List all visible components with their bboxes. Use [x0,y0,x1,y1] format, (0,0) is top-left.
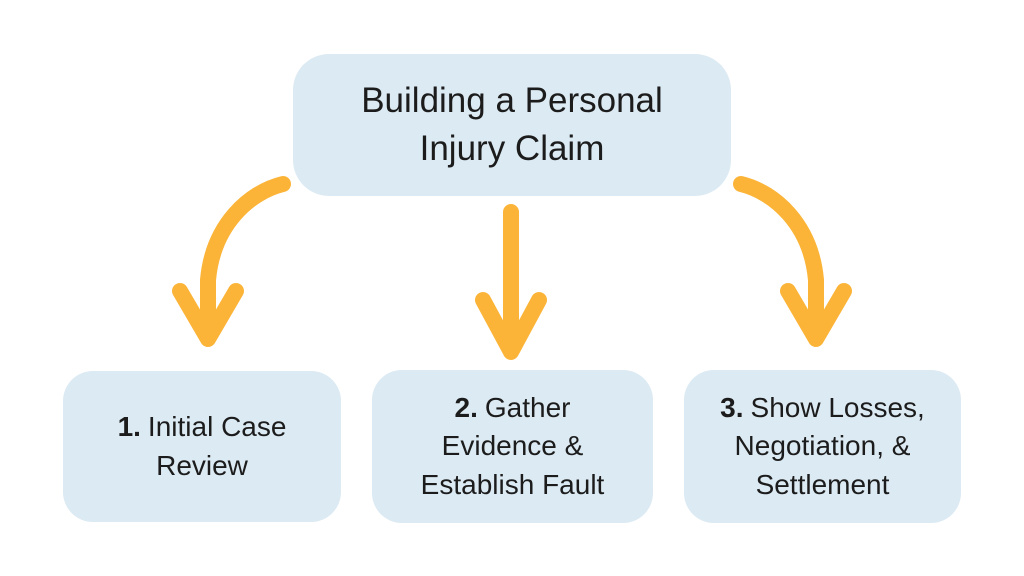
step-3-label: Show Losses, Negotiation, & Settlement [734,392,925,500]
step-2-number: 2. [454,392,478,424]
step-box-3: 3.Show Losses, Negotiation, & Settlement [684,370,961,523]
step-1-text: 1.Initial Case Review [118,408,287,484]
curved-arrow-down-right-icon [733,176,852,347]
step-2-label: Gather Evidence & Establish Fault [420,392,605,500]
step-box-1: 1.Initial Case Review [63,371,341,522]
straight-arrow-down-icon [475,204,547,360]
step-1-label: Initial Case Review [147,411,287,481]
step-3-text: 3.Show Losses, Negotiation, & Settlement [720,389,925,503]
step-box-2: 2.Gather Evidence & Establish Fault [372,370,653,523]
step-2-text: 2.Gather Evidence & Establish Fault [421,389,605,503]
title-text: Building a Personal Injury Claim [361,81,663,168]
curved-arrow-down-left-icon [172,176,291,347]
step-3-number: 3. [720,392,744,424]
step-1-number: 1. [117,411,141,443]
title-box: Building a Personal Injury Claim [293,54,731,196]
